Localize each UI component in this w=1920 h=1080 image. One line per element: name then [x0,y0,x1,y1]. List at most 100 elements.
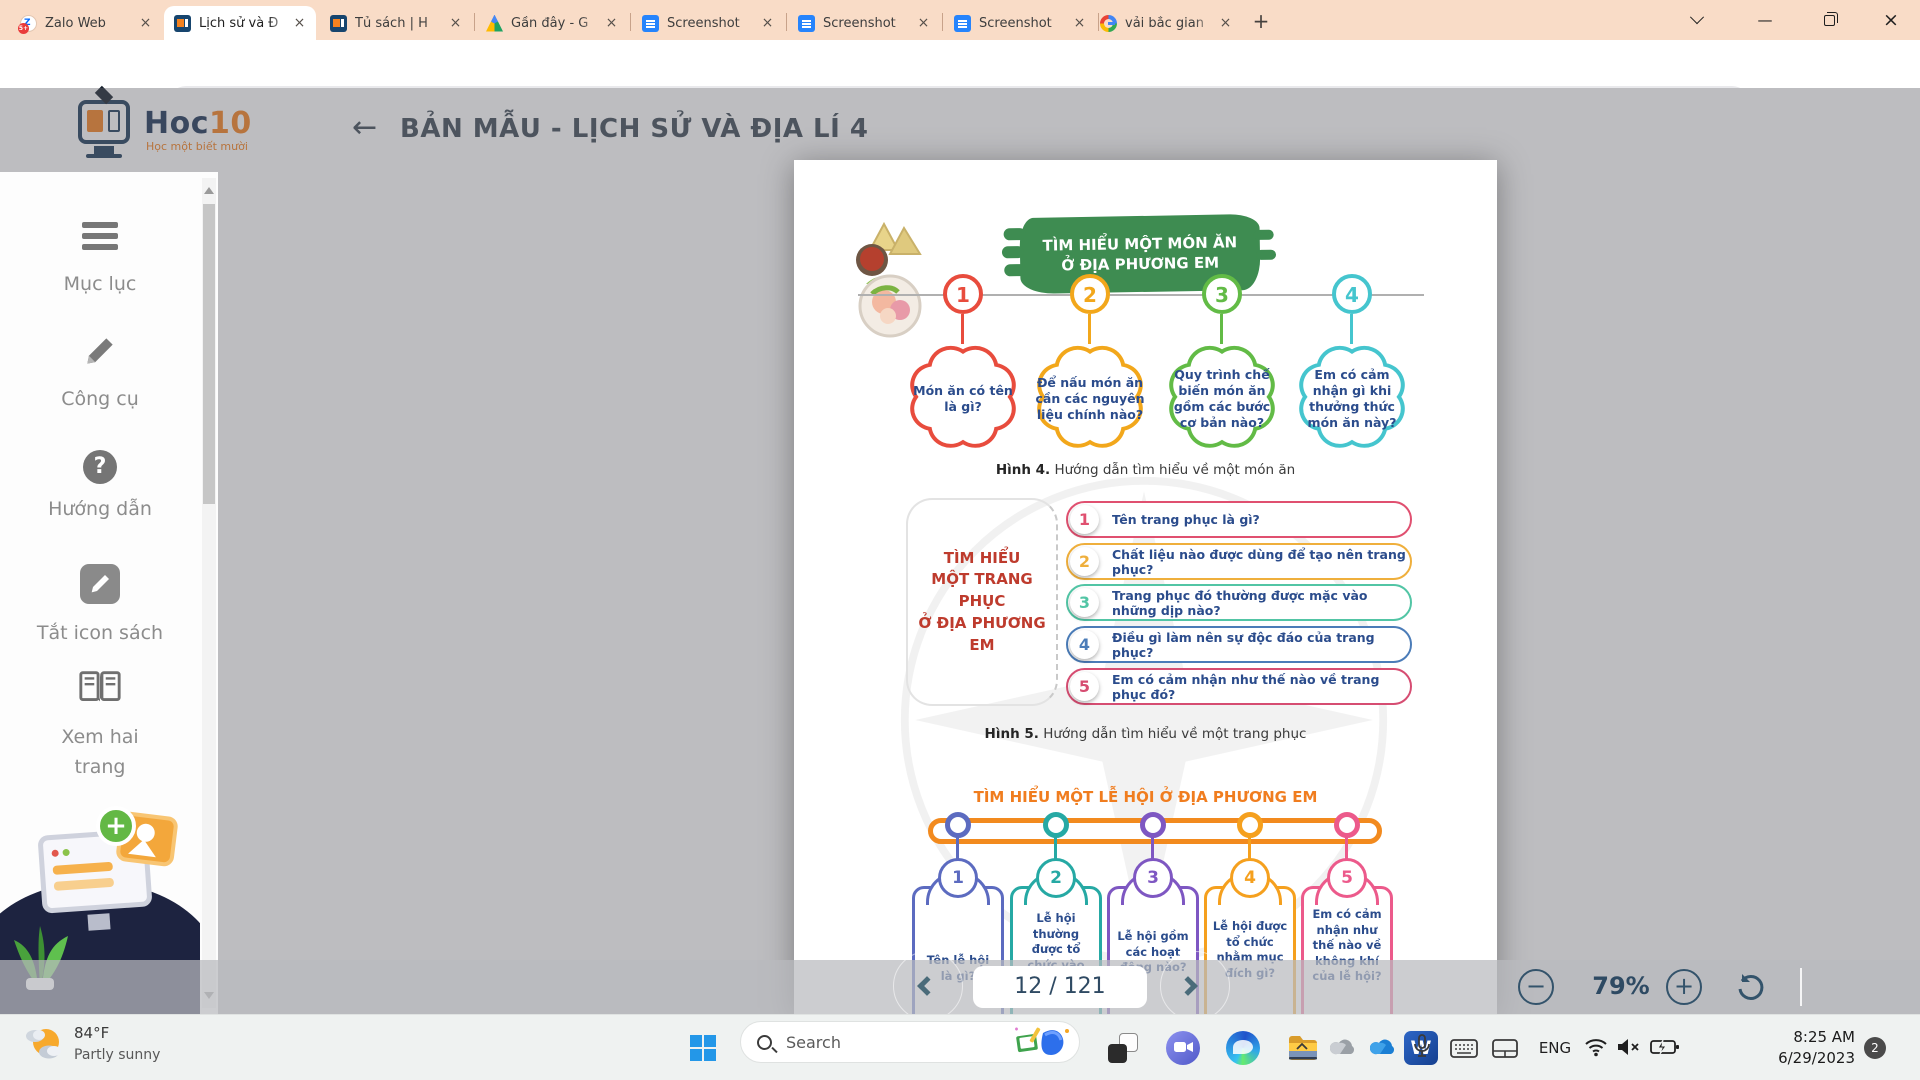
next-page-button[interactable] [1160,951,1230,1021]
sidebar-item-huong-dan[interactable]: ? Hướng dẫn [0,450,200,524]
close-icon[interactable]: × [139,14,152,31]
festival-ring-4 [1237,812,1263,838]
stem [1088,314,1091,344]
notification-count-badge[interactable]: 2 [1864,1037,1886,1059]
question-bubble-2: Để nấu món ăn cần các nguyên liệu chính … [1023,343,1157,455]
weather-temp: 84°F [74,1024,110,1042]
sidebar-item-muc-luc[interactable]: Mục lục [0,222,200,299]
clock-widget[interactable]: 8:25 AM 6/29/2023 [1740,1027,1855,1069]
festival-link [1345,836,1348,862]
tab-title: Tủ sách | H [355,15,428,31]
timeline-line [858,294,1424,296]
close-icon[interactable]: × [1073,14,1086,31]
close-icon[interactable]: × [917,14,930,31]
festival-number-4: 4 [1230,858,1270,898]
close-icon[interactable]: × [605,14,618,31]
tab-divider [1098,13,1099,31]
tray-expand-chevron-icon[interactable] [1294,1039,1310,1059]
step-circle-1: 1 [943,274,983,314]
window-close-button[interactable]: × [1883,9,1899,31]
google-docs-icon [642,14,659,32]
onedrive-paused-cloud-icon[interactable] [1329,1037,1356,1061]
tab-search-chevron-icon[interactable] [1668,0,1726,40]
prev-page-button[interactable] [893,951,963,1021]
book-title: BẢN MẪU - LỊCH SỬ VÀ ĐỊA LÍ 4 [400,114,869,144]
sidebar-item-xem-hai-trang[interactable]: Xem hai trang [0,668,200,783]
start-button[interactable] [690,1035,716,1061]
sidebar-scrollbar[interactable] [202,178,216,1008]
close-icon[interactable]: × [293,14,306,31]
sidebar-item-label: Xem hai trang [61,726,139,779]
festival-number-3: 3 [1133,858,1173,898]
festival-ring-3 [1140,812,1166,838]
reader-sidebar: Mục lục Công cụ ? Hướng dẫn Tắt icon sác… [0,172,218,1014]
window-restore-button[interactable] [1800,0,1858,40]
edge-icon[interactable] [1226,1031,1260,1065]
close-icon[interactable]: × [761,14,774,31]
scroll-up-arrow[interactable] [204,182,214,194]
time: 8:25 AM [1793,1028,1855,1046]
window-minimize-button[interactable]: — [1757,11,1773,29]
festival-ring-1 [945,812,971,838]
new-tab-button[interactable]: + [1252,9,1270,33]
zoom-out-button[interactable]: − [1518,969,1554,1005]
reset-zoom-button[interactable] [1732,969,1768,1009]
hoc10-icon [330,14,347,32]
search-box[interactable]: Search [740,1021,1080,1063]
microphone-icon[interactable] [1412,1033,1432,1065]
browser-toolbar: ← → hoc10.vn/doc-sach/ban-mau-lich-su-va… [0,40,1920,122]
hoc10-logo-text: Hoc10 [144,106,252,141]
tab-screenshot-3[interactable]: Screenshot × [944,6,1096,40]
tab-lich-su-active[interactable]: Lịch sử và Đ × [164,6,316,40]
tab-tu-sach[interactable]: Tủ sách | H × [320,6,472,40]
tab-screenshot-1[interactable]: Screenshot × [632,6,784,40]
tab-gan-day[interactable]: Gần đây - G × [476,6,628,40]
tab-title: Screenshot [667,15,740,31]
tab-vai-bac-giang[interactable]: vải bắc gian × [1090,6,1242,40]
open-book-icon [79,671,121,702]
onedrive-cloud-icon[interactable] [1369,1037,1396,1061]
scrollbar-thumb[interactable] [203,204,215,504]
touchpad-icon[interactable] [1492,1039,1518,1063]
file-explorer-icon[interactable] [1286,1031,1320,1065]
tab-title: Lịch sử và Đ [199,15,279,31]
wifi-icon[interactable] [1584,1037,1608,1061]
tab-screenshot-2[interactable]: Screenshot × [788,6,940,40]
volume-muted-icon[interactable] [1616,1037,1642,1061]
battery-charging-icon[interactable] [1650,1038,1680,1060]
sidebar-item-label: Công cụ [61,388,139,410]
stem [1220,314,1223,344]
back-arrow-icon[interactable]: ← [352,110,378,145]
teams-chat-icon[interactable] [1166,1031,1200,1065]
google-docs-icon [798,14,815,32]
hoc10-tagline: Học một biết mười [146,140,248,153]
sidebar-item-cong-cu[interactable]: Công cụ [0,332,200,414]
pencil-square-icon [80,564,120,604]
close-icon[interactable]: × [1219,14,1232,31]
touch-keyboard-icon[interactable] [1450,1039,1478,1063]
page-indicator[interactable]: 12 / 121 [973,966,1147,1008]
menu-icon [82,222,118,255]
search-label: Search [786,1032,841,1052]
language-indicator[interactable]: ENG [1538,1039,1572,1057]
task-view-icon[interactable] [1106,1031,1140,1065]
zoom-in-button[interactable]: + [1666,969,1702,1005]
sidebar-item-tat-icon-sach[interactable]: Tắt icon sách [0,564,200,648]
sidebar-item-label: Tắt icon sách [36,622,164,644]
tab-title: Gần đây - G [511,15,589,31]
festival-link [1054,836,1057,862]
stem [1350,314,1353,344]
hoc10-icon [174,14,191,32]
hoc10-logo[interactable] [78,85,130,144]
close-icon[interactable]: × [449,14,462,31]
figure-4-caption: Hình 4. Hướng dẫn tìm hiểu về một món ăn [995,462,1296,478]
diagram-festival-title: TÌM HIỂU MỘT LỄ HỘI Ở ĐỊA PHƯƠNG EM [973,788,1318,806]
step-circle-3: 3 [1202,274,1242,314]
